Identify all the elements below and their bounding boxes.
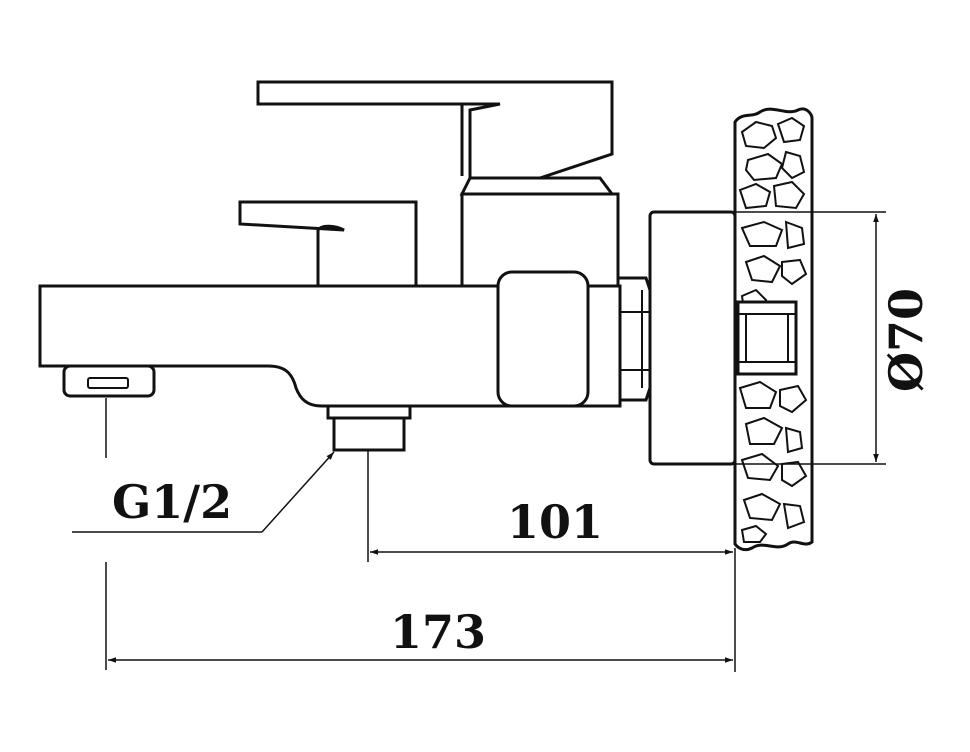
total-depth-label: 173 bbox=[390, 605, 486, 659]
shower-outlet-connector bbox=[326, 404, 412, 452]
outlet-to-wall-label: 101 bbox=[507, 495, 603, 549]
mixer-body bbox=[38, 176, 622, 408]
thread-leader bbox=[72, 451, 335, 533]
flange-diameter-label: Ø70 bbox=[879, 288, 933, 392]
aerator bbox=[62, 364, 156, 398]
thread-size-label: G1/2 bbox=[112, 475, 232, 529]
diverter-knob bbox=[238, 200, 418, 288]
wall-flange bbox=[648, 210, 737, 466]
wall-connection-pipe bbox=[736, 300, 798, 376]
extension-lines bbox=[105, 211, 886, 672]
mixer-handle bbox=[256, 80, 614, 180]
